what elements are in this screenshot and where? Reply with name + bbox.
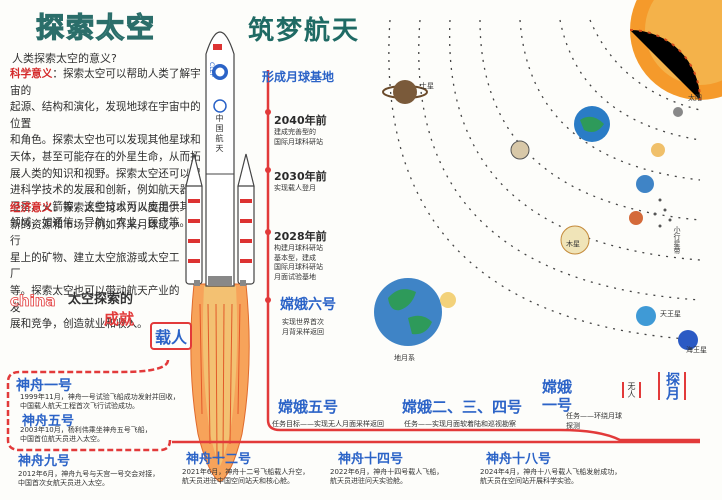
label-jupiter: 木星 [566, 240, 580, 248]
milestone-2028-line-0: 构建月球科研站 [274, 244, 323, 252]
milestone-2028-line-3: 月面试验基地 [274, 272, 316, 281]
science-paragraph: 科学意义：探索太空可以帮助人类了解宇宙的 起源、结构和演化，发现地球在宇宙中的位… [10, 66, 206, 232]
milestone-2030-year: 2030年前 [274, 170, 327, 183]
jupiter-body-2 [560, 225, 590, 255]
economy-line-0: ：探索太空可以为人类提供 [52, 202, 180, 214]
label-uranus: 天王星 [660, 310, 681, 318]
change5-title: 嫦娥五号 [278, 398, 339, 416]
saturn-body [393, 80, 417, 104]
shenzhou-12-line-1: 航天员进驻中国空间站天和核心舱。 [182, 477, 294, 485]
change1-text: 任务——环绕月球探测 [566, 412, 622, 430]
economy-paragraph: 经济意义：探索太空可以为人类提供 新的资源和市场，例如开采月球或小行 星上的矿物… [10, 200, 190, 333]
label-earth-moon: 地月系 [394, 354, 415, 362]
science-line-5: 进科学技术的发展和创新，例如航天器、 [10, 184, 201, 197]
shenzhou-12-text: 2021年6月，神舟十二号飞船载人升空， 航天员进驻中国空间站天和核心舱。 [182, 468, 309, 486]
science-line-7: 领域，如通信、导航、农业、医疗等。 [10, 217, 191, 230]
achievement-prefix: china [10, 292, 56, 311]
rocket-illustration [185, 31, 255, 483]
economy-line-4: 展和竞争，创造就业和收入。 [10, 318, 148, 331]
explore-label: 探月 [658, 372, 686, 400]
change6-title: 嫦娥六号 [280, 297, 336, 313]
crewed-label: 载人 [150, 322, 193, 350]
shenzhou-9-text: 2012年6月，神舟九号与天宫一号交会对接， 中国首次女航天员进入太空。 [18, 470, 159, 488]
shenzhou-14-line-0: 2022年6月，神舟十四号载人飞船， [330, 468, 444, 476]
shenzhou-18-title: 神舟十八号 [486, 452, 552, 467]
milestone-2040-line-1: 国际月球科研站 [274, 137, 323, 146]
shenzhou-5-line-0: 2003年10月，杨利伟乘坐神舟五号飞船， [20, 426, 152, 434]
change6-line-1: 月背采样返回 [282, 327, 324, 336]
shenzhou-14-line-1: 航天员进驻问天实验舱。 [330, 477, 407, 485]
unmanned-label: 无人 [622, 382, 641, 398]
label-sun: 太阳 [688, 94, 702, 102]
shenzhou-12-title: 神舟十二号 [186, 452, 252, 467]
milestone-2028-line-2: 国际月球科研站 [274, 263, 323, 271]
neptune-body [678, 330, 698, 350]
shenzhou-5-line-1: 中国首位航天员进入太空。 [20, 435, 104, 443]
label-neptune: 海王星 [686, 346, 707, 354]
shenzhou-5-title: 神舟五号 [22, 414, 75, 429]
change234-title: 嫦娥二、三、四号 [402, 398, 523, 416]
shenzhou-1-line-1: 中国载人航天工程首次飞行试验成功。 [20, 402, 139, 410]
venus-body [651, 143, 665, 157]
milestone-2028-text: 构建月球科研站 基本型，建成 国际月球科研站 月面试验基地 [274, 244, 323, 282]
shenzhou-14-text: 2022年6月，神舟十四号载人飞船， 航天员进驻问天实验舱。 [330, 468, 443, 486]
shenzhou-9-line-1: 中国首次女航天员进入太空。 [18, 479, 109, 487]
change1-title: 嫦娥一号 [542, 378, 573, 414]
shenzhou-1-text: 1999年11月，神舟一号试验飞船成功发射并回收， 中国载人航天工程首次飞行试验… [20, 393, 180, 411]
economy-label: 经济意义 [10, 202, 53, 214]
shenzhou-14-title: 神舟十四号 [338, 452, 404, 467]
science-line-0: ：探索太空可以帮助人类了解宇宙的 [10, 68, 201, 97]
mercury-body [673, 107, 683, 117]
poster-subtitle: 筑梦航天 [248, 16, 361, 46]
meaning-question: 人类探索太空的意义? [12, 52, 117, 65]
shenzhou-1-line-0: 1999年11月，神舟一号试验飞船成功发射并回收， [20, 393, 180, 401]
milestone-2040-line-0: 建成完善型的 [274, 128, 316, 136]
economy-line-2: 星上的矿物、建立太空旅游或太空工厂 [10, 251, 180, 281]
economy-line-1: 新的资源和市场，例如开采月球或小行 [10, 218, 180, 248]
shenzhou-18-text: 2024年4月，神舟十八号载人飞船发射成功， 航天员在空间站开展科学实验。 [480, 468, 621, 486]
rocket-side-text: 中国航天 [215, 114, 224, 154]
mars-body [629, 211, 643, 225]
milestone-2028-line-1: 基本型，建成 [274, 253, 316, 262]
milestone-2028-year: 2028年前 [274, 230, 327, 243]
rocket-logo-text: CLEP [208, 62, 215, 77]
lunar-heading: 形成月球基地 [262, 70, 335, 84]
science-line-3: 天体，甚至可能存在的外星生命，从而拓 [10, 150, 201, 163]
shenzhou-9-title: 神舟九号 [18, 454, 71, 469]
change6-text: 实现世界首次 月背采样返回 [282, 318, 324, 337]
science-line-1: 起源、结构和演化，发现地球在宇宙中的位置 [10, 101, 201, 130]
shenzhou-12-line-0: 2021年6月，神舟十二号飞船载人升空， [182, 468, 310, 476]
science-line-4: 展人类的知识和视野。探索太空还可以促 [10, 167, 201, 180]
achievement-title-1: 太空探索的 [68, 292, 134, 307]
milestone-2040-text: 建成完善型的 国际月球科研站 [274, 128, 323, 147]
milestone-2030-line-0: 实现载人登月 [274, 184, 316, 192]
solar-system-diagram [374, 0, 722, 350]
change6-line-0: 实现世界首次 [282, 318, 324, 326]
earth-big-body [374, 278, 442, 346]
achievement-title-2: 成就 [104, 310, 135, 328]
science-line-6: 卫星、火箭等，这些技术可以应用于其他 [10, 200, 201, 213]
label-saturn: 土星 [420, 82, 434, 90]
poster-title: 探索太空 [35, 10, 157, 44]
earth-small-body [636, 175, 654, 193]
science-line-2: 和角色。探索太空也可以发现其他星球和 [10, 134, 201, 147]
shenzhou-9-line-0: 2012年6月，神舟九号与天宫一号交会对接， [18, 470, 160, 478]
shenzhou-18-line-0: 2024年4月，神舟十八号载人飞船发射成功， [480, 468, 622, 476]
milestone-2030-text: 实现载人登月 [274, 184, 316, 194]
label-asteroid-belt: 小行星带 [673, 226, 681, 254]
change5-text: 任务目标——实现无人月面采样返回 [272, 420, 384, 428]
economy-line-3: 等。探索太空也可以带动航天产业的发 [10, 284, 180, 314]
shenzhou-18-line-1: 航天员在空间站开展科学实验。 [480, 477, 578, 485]
change234-text: 任务——实现月面软着陆和巡视勘察 [404, 420, 516, 428]
milestone-2040-year: 2040年前 [274, 114, 327, 127]
science-label: 科学意义 [10, 68, 53, 80]
uranus-body [636, 306, 656, 326]
achievement-banner: china 太空探索的 成就 [10, 288, 170, 332]
shenzhou-5-text: 2003年10月，杨利伟乘坐神舟五号飞船， 中国首位航天员进入太空。 [20, 426, 152, 444]
shenzhou-1-title: 神舟一号 [16, 378, 72, 394]
